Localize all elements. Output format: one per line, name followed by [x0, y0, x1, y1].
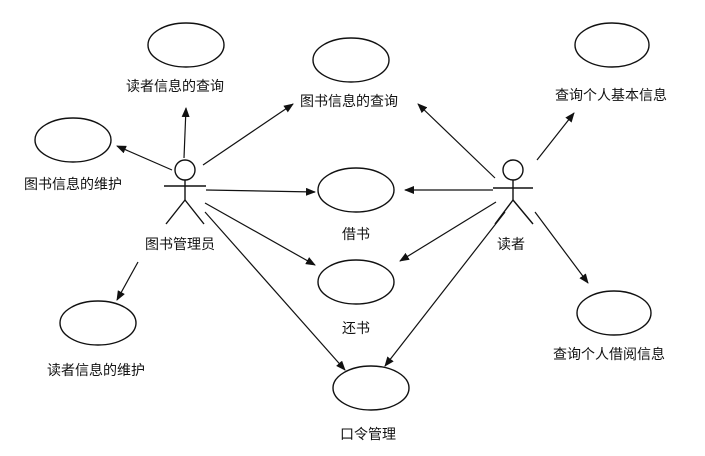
- use-case-return-book: [317, 259, 395, 305]
- actor-reader-figure: [493, 159, 534, 225]
- use-case-personal-borrow-info-query: [576, 290, 652, 336]
- use-case-borrow-book: [317, 167, 395, 213]
- use-case-label-personal-borrow-info-query: 查询个人借阅信息: [553, 347, 665, 363]
- use-case-label-borrow-book: 借书: [342, 227, 370, 243]
- assoc-reader-personal-basic-info-query: [536, 112, 575, 161]
- assoc-reader-password-manage: [384, 211, 506, 367]
- assoc-librarian-book-info-maintain: [116, 145, 173, 171]
- assoc-reader-return-book: [399, 201, 497, 262]
- use-case-label-reader-info-maintain: 读者信息的维护: [47, 363, 145, 379]
- use-case-label-password-manage: 口令管理: [340, 427, 396, 443]
- assoc-reader-book-info-query: [417, 103, 496, 179]
- use-case-label-return-book: 还书: [342, 321, 370, 337]
- use-case-label-personal-basic-info-query: 查询个人基本信息: [555, 88, 667, 104]
- use-case-reader-info-maintain: [59, 300, 137, 346]
- assoc-reader-personal-borrow-info-query: [534, 211, 589, 284]
- use-case-book-info-query: [312, 37, 390, 83]
- use-case-reader-info-query: [147, 22, 225, 68]
- assoc-librarian-password-manage: [204, 211, 346, 371]
- actor-label-librarian: 图书管理员: [145, 237, 215, 253]
- use-case-book-info-maintain: [34, 117, 112, 163]
- assoc-librarian-borrow-book: [205, 187, 316, 196]
- use-case-label-reader-info-query: 读者信息的查询: [126, 79, 224, 95]
- assoc-librarian-reader-info-maintain: [116, 261, 139, 301]
- assoc-librarian-reader-info-query: [181, 107, 190, 159]
- use-case-personal-basic-info-query: [574, 22, 650, 68]
- use-case-password-manage: [332, 365, 410, 411]
- actor-librarian-figure: [164, 159, 206, 225]
- assoc-librarian-return-book: [204, 202, 316, 266]
- use-case-label-book-info-maintain: 图书信息的维护: [24, 177, 122, 193]
- actor-label-reader: 读者: [497, 237, 525, 253]
- use-case-label-book-info-query: 图书信息的查询: [300, 94, 398, 110]
- assoc-librarian-book-info-query: [202, 103, 294, 166]
